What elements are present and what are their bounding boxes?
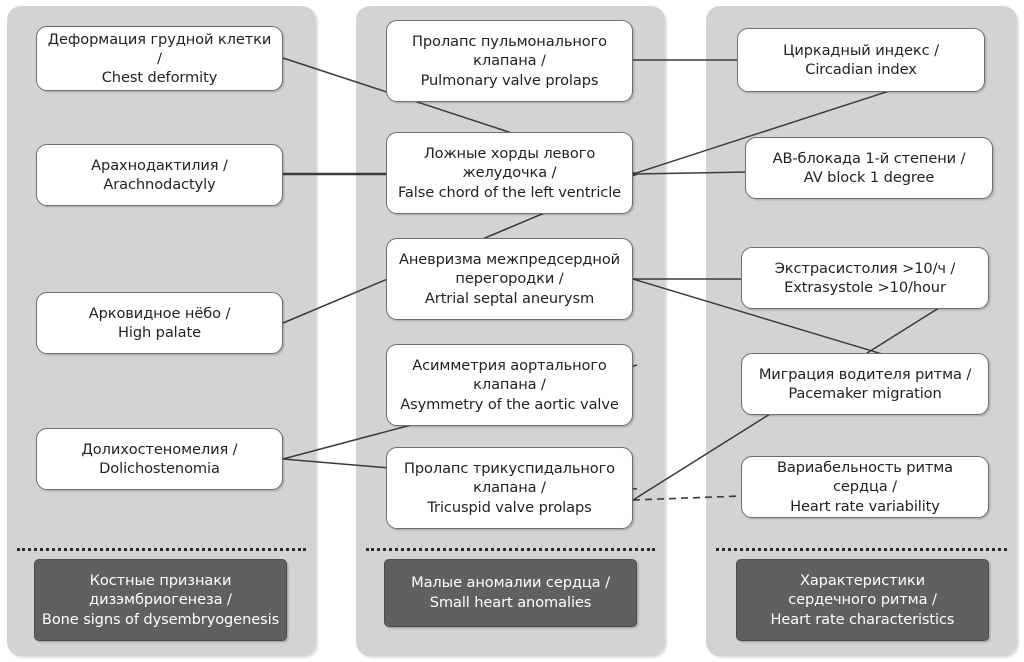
footer-line-1: Характеристики xyxy=(799,571,926,589)
node-line-ru-2: клапана / xyxy=(473,52,546,70)
node-line-ru-1: Пролапс пульмонального xyxy=(412,33,607,51)
node-chest-deformity[interactable]: Деформация грудной клетки / Chest deform… xyxy=(36,26,283,91)
node-line-en: Asymmetry of the aortic valve xyxy=(400,395,619,413)
node-line-ru: Долихостеномелия / xyxy=(81,440,238,458)
footer-line-2: сердечного ритма / xyxy=(788,591,937,609)
panel-divider xyxy=(716,548,1007,551)
node-line-en: AV block 1 degree xyxy=(803,169,935,186)
node-line-ru: Циркадный индекс / xyxy=(783,41,939,59)
footer-line-1: Костные признаки xyxy=(89,571,232,589)
node-high-palate[interactable]: Арковидное нёбо / High palate xyxy=(36,292,283,354)
node-extrasystole[interactable]: Экстрасистолия >10/ч / Extrasystole >10/… xyxy=(741,247,989,309)
panel-divider xyxy=(366,548,655,551)
footer-heart-rate-characteristics: Характеристики сердечного ритма / Heart … xyxy=(736,559,989,641)
node-line-ru: Экстрасистолия >10/ч / xyxy=(774,259,956,277)
panel-divider xyxy=(17,548,306,551)
node-line-ru: Миграция водителя ритма / xyxy=(758,365,972,383)
node-line-ru: Вариабельность ритма сердца / xyxy=(777,459,953,496)
node-line-en: Tricuspid valve prolaps xyxy=(427,498,592,516)
footer-bone-signs: Костные признаки дизэмбриогенеза / Bone … xyxy=(34,559,287,641)
node-line-en: Artrial septal aneurysm xyxy=(424,289,595,307)
node-line-ru-2: клапана / xyxy=(473,376,546,394)
node-line-en: Heart rate variability xyxy=(790,497,940,515)
node-arachnodactyly[interactable]: Арахнодактилия / Arachnodactyly xyxy=(36,144,283,206)
footer-line-2: дизэмбриогенеза / xyxy=(89,591,232,609)
node-line-en: False chord of the left ventricle xyxy=(397,183,622,201)
footer-line-1: Малые аномалии сердца / xyxy=(411,574,610,592)
node-heart-rate-variability[interactable]: Вариабельность ритма сердца / Heart rate… xyxy=(741,456,989,518)
footer-line-3: Bone signs of dysembryogenesis xyxy=(41,610,280,628)
node-tricuspid-valve-prolaps[interactable]: Пролапс трикуспидального клапана / Tricu… xyxy=(386,447,633,529)
footer-line-2: Small heart anomalies xyxy=(429,594,592,611)
node-dolichostenomia[interactable]: Долихостеномелия / Dolichostenomia xyxy=(36,428,283,490)
node-line-ru-1: Ложные хорды левого xyxy=(423,145,596,163)
node-line-en: Extrasystole >10/hour xyxy=(784,279,946,296)
node-av-block-1[interactable]: АВ-блокада 1-й степени / AV block 1 degr… xyxy=(745,137,993,199)
node-line-ru-1: Асимметрия аортального xyxy=(412,357,607,375)
node-false-chord-lv[interactable]: Ложные хорды левого желудочка / False ch… xyxy=(386,132,633,214)
node-line-ru-2: желудочка / xyxy=(462,164,557,182)
node-line-ru: Арахнодактилия / xyxy=(91,156,228,174)
node-circadian-index[interactable]: Циркадный индекс / Circadian index xyxy=(737,28,985,92)
node-line-en: Chest deformity xyxy=(101,69,218,87)
node-line-ru-1: Аневризма межпредсердной xyxy=(398,251,621,269)
node-line-en: Pacemaker migration xyxy=(788,385,942,402)
node-line-ru-2: клапана / xyxy=(473,479,546,497)
node-line-en: Pulmonary valve prolaps xyxy=(420,71,599,89)
node-line-en: High palate xyxy=(118,324,201,341)
node-line-ru-1: Пролапс трикуспидального xyxy=(403,460,616,478)
node-line-ru-2: перегородки / xyxy=(455,270,564,288)
node-pacemaker-migration[interactable]: Миграция водителя ритма / Pacemaker migr… xyxy=(741,353,989,415)
node-line-en: Arachnodactyly xyxy=(103,176,216,193)
node-pulmonary-valve-prolaps[interactable]: Пролапс пульмонального клапана / Pulmona… xyxy=(386,20,633,102)
footer-small-heart-anomalies: Малые аномалии сердца / Small heart anom… xyxy=(384,559,637,627)
node-line-ru: Арковидное нёбо / xyxy=(88,304,231,322)
node-line-en: Circadian index xyxy=(805,61,917,78)
footer-line-3: Heart rate characteristics xyxy=(770,610,955,628)
node-line-ru: Деформация грудной клетки / xyxy=(47,30,272,67)
node-line-en: Dolichostenomia xyxy=(99,460,220,477)
node-line-ru: АВ-блокада 1-й степени / xyxy=(772,149,966,167)
node-aortic-valve-asymmetry[interactable]: Асимметрия аортального клапана / Asymmet… xyxy=(386,344,633,426)
node-atrial-septal-aneurysm[interactable]: Аневризма межпредсердной перегородки / A… xyxy=(386,238,633,320)
